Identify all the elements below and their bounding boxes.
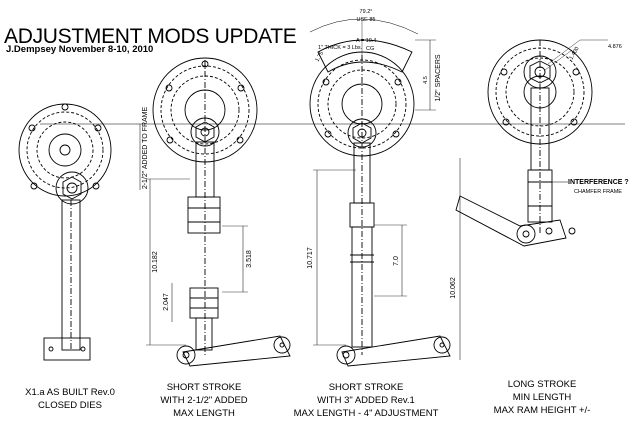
note-view3-cg: CG [366,46,374,52]
dim-view3-arc-sub: USE 85 [357,17,376,23]
dim-added-to-frame: 2-1/2" ADDED TO FRAME [142,106,149,189]
dim-view2-lower: 2.047 [163,293,170,311]
caption-line: X1.a AS BUILT Rev.0 [25,387,115,398]
view-long-stroke [455,39,608,360]
dim-view2-overall: 10.182 [152,251,159,273]
caption-line: LONG STROKE [508,379,577,390]
view-short-stroke-3 [309,18,451,367]
caption-view3: SHORT STROKE WITH 3" ADDED Rev.1 MAX LEN… [294,382,439,419]
dim-view4-r2: 1.400 [569,46,581,61]
caption-view2: SHORT STROKE WITH 2-1/2" ADDED MAX LENGT… [160,382,247,419]
view-as-built [18,103,141,361]
dim-view3-spacer-dim: 4.5 [423,76,429,84]
caption-line: CLOSED DIES [38,400,102,411]
dim-view3-top-arc: 79.2° [360,9,373,15]
dim-view4-overall: 10.062 [450,277,457,299]
label-interference: INTERFERENCE ? [568,179,629,186]
page-title: ADJUSTMENT MODS UPDATE [4,25,297,48]
caption-line: WITH 2-1/2" ADDED [160,395,247,406]
caption-line: MIN LENGTH [513,392,572,403]
caption-line: SHORT STROKE [329,382,404,393]
caption-line: WITH 3" ADDED Rev.1 [317,395,415,406]
note-view3-a: A = 10.4 [356,38,376,44]
caption-line: MAX LENGTH [173,408,235,419]
caption-view1: X1.a AS BUILT Rev.0 CLOSED DIES [25,387,115,411]
dim-view3-inner: 7.0 [393,256,400,266]
caption-view4: LONG STROKE MIN LENGTH MAX RAM HEIGHT +/… [494,379,591,416]
label-chamfer-frame: CHAMFER FRAME [574,189,622,195]
dim-view2-upper: 3.518 [246,250,253,268]
caption-line: SHORT STROKE [167,382,242,393]
dim-view3-overall: 10.717 [307,247,314,269]
dim-view4-r1: 4.876 [608,44,622,50]
dim-view3-side: 1.75 [315,51,326,63]
caption-line: MAX LENGTH - 4" ADJUSTMENT [294,408,439,419]
caption-line: MAX RAM HEIGHT +/- [494,405,591,416]
view-short-stroke-2-5 [146,57,291,367]
author-date-line: J.Dempsey November 8-10, 2010 [6,44,154,55]
note-view3-thick: 1" THICK = 3 Lbs. [318,45,363,51]
label-view3-spacers: 1/2" SPACERS [435,54,442,101]
